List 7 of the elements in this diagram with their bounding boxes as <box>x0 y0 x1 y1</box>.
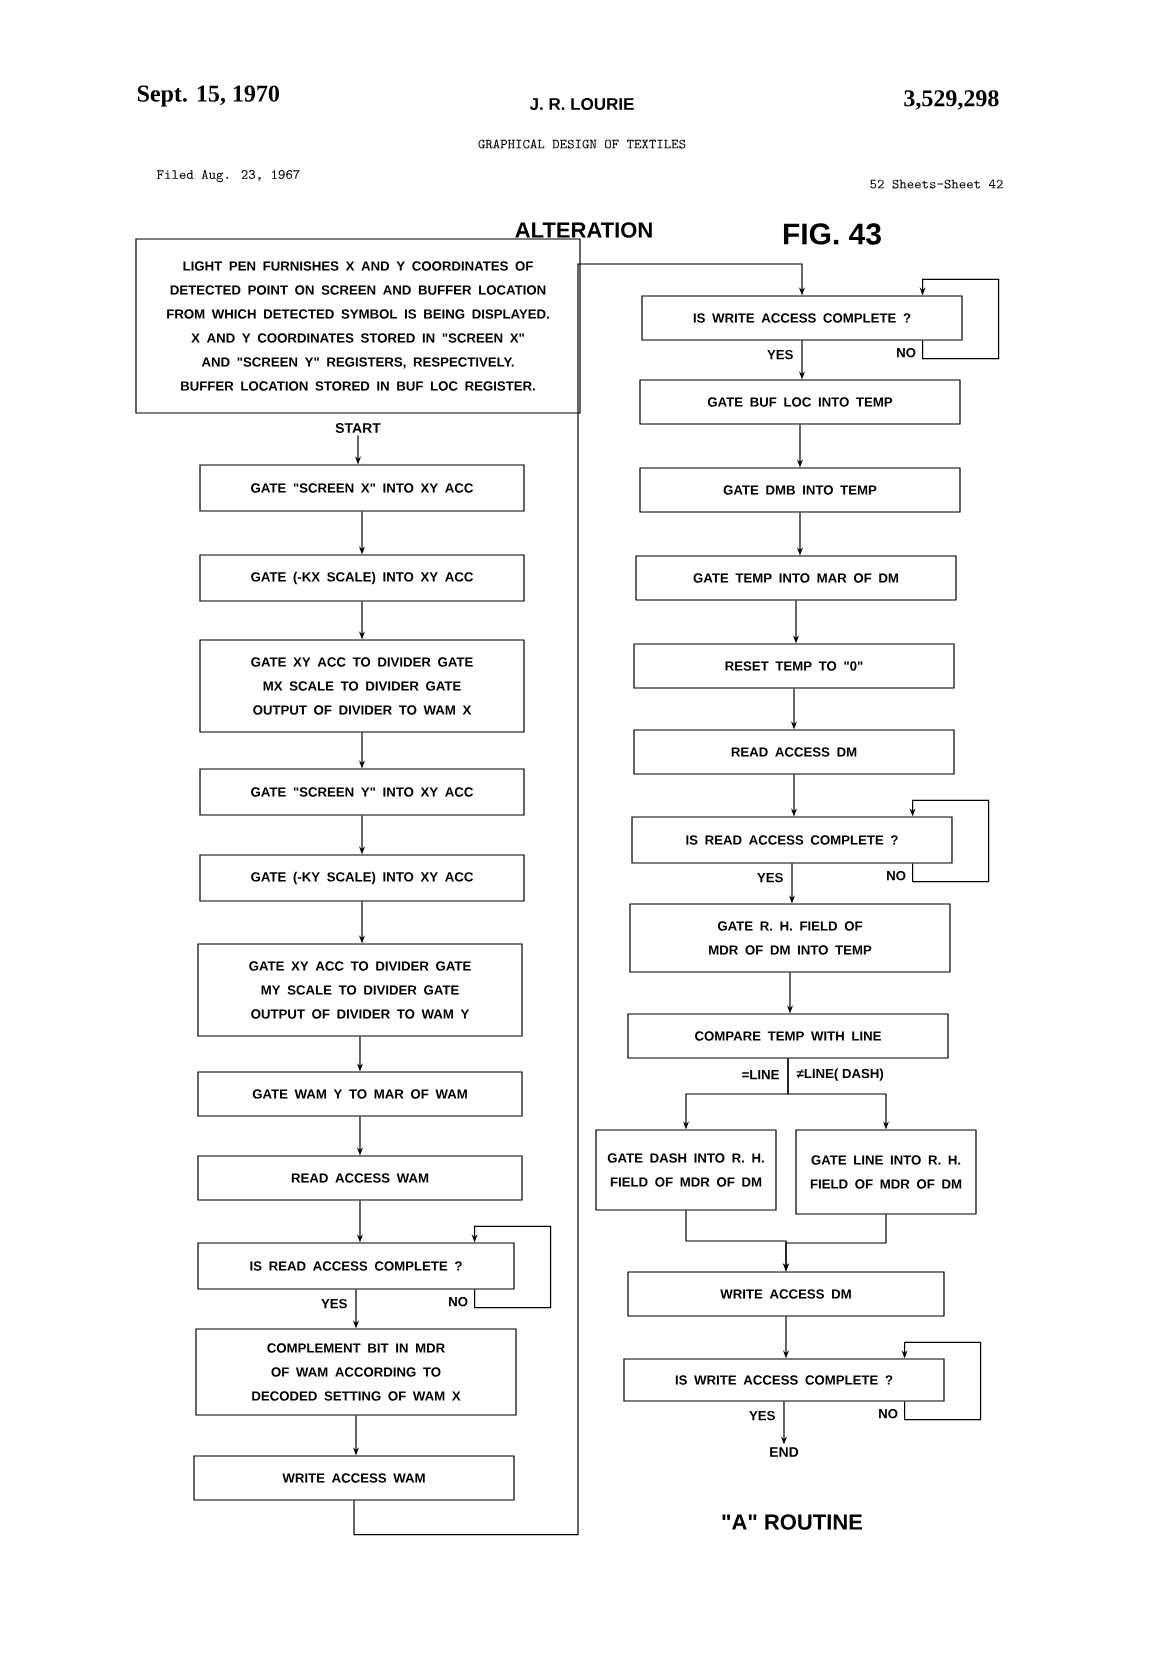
arrow <box>353 263 806 1536</box>
header-text: 3,529,298 <box>904 90 999 110</box>
header-text: J. R. LOURIE <box>529 98 634 111</box>
header-text: "A" ROUTINE <box>722 1514 862 1530</box>
header-text: ALTERATION <box>515 222 652 238</box>
header-text: Sept. 15, 1970 <box>137 85 279 107</box>
header-text: FIG. 43 <box>784 223 881 245</box>
